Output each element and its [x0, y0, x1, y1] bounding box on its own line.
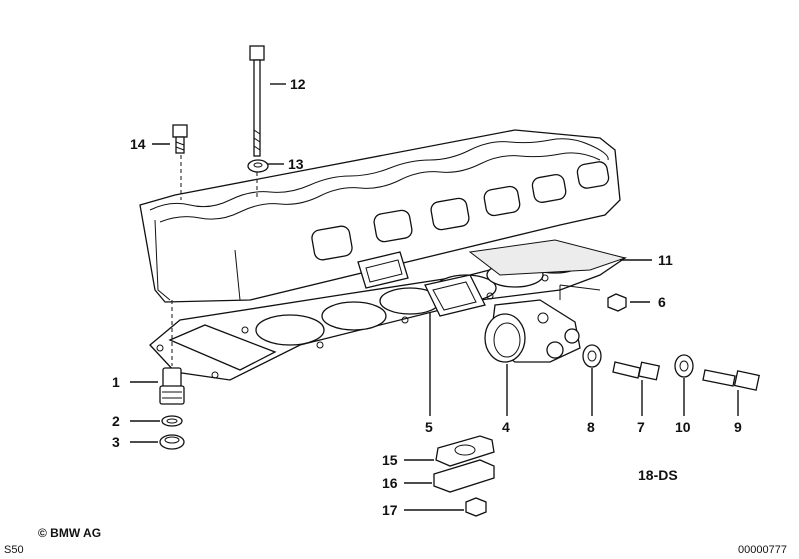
callout-5: 5 [425, 419, 433, 435]
callout-3: 3 [112, 434, 120, 450]
hex-nut-17 [465, 497, 487, 517]
cylinder-head [139, 129, 621, 303]
image-number: 00000777 [738, 544, 787, 556]
callout-1: 1 [112, 374, 120, 390]
head-bolt [249, 45, 265, 157]
callout-12: 12 [290, 76, 306, 92]
temperature-sensor-7 [612, 361, 661, 381]
hex-nut-6 [607, 293, 627, 312]
callout-2: 2 [112, 413, 120, 429]
callout-6: 6 [658, 294, 666, 310]
coolant-outlet-housing [484, 299, 581, 363]
diagram-code: 18-DS [638, 467, 678, 483]
callout-11: 11 [658, 252, 673, 268]
callout-16: 16 [382, 475, 398, 491]
washer [247, 159, 269, 173]
gasket-ring-8 [582, 344, 602, 368]
callout-7: 7 [637, 419, 645, 435]
copyright-text: © BMW AG [38, 526, 101, 540]
sensor-plug [159, 367, 185, 405]
flange-plate [433, 459, 495, 493]
callout-17: 17 [382, 502, 398, 518]
temperature-sensor-9 [702, 369, 760, 391]
callout-9: 9 [734, 419, 742, 435]
callout-8: 8 [587, 419, 595, 435]
callout-15: 15 [382, 452, 398, 468]
outlet-gasket [424, 274, 486, 317]
sealing-ring [161, 415, 183, 427]
callout-10: 10 [675, 419, 691, 435]
short-bolt [172, 124, 188, 154]
series-code: S50 [4, 544, 24, 556]
screw-plug [159, 434, 185, 450]
flange-gasket [435, 435, 495, 467]
callout-13: 13 [288, 156, 304, 172]
callout-4: 4 [502, 419, 510, 435]
gasket-ring-10 [674, 354, 694, 378]
callout-14: 14 [130, 136, 146, 152]
